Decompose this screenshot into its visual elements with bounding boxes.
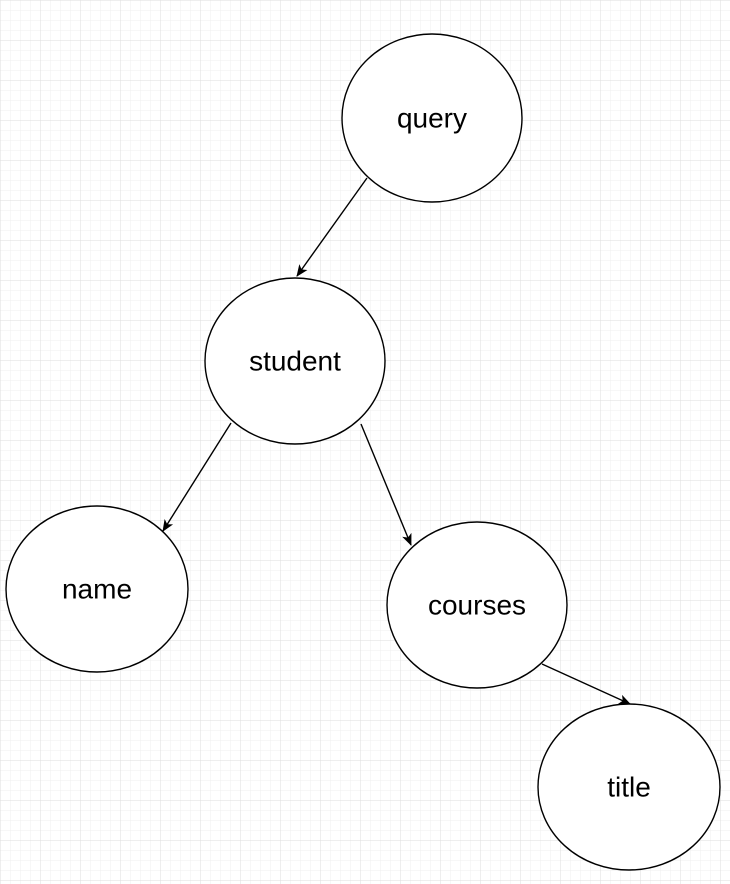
node-title[interactable]: title [537,703,721,871]
node-query-ellipse [341,33,523,203]
edge-student-courses [360,423,412,546]
node-student-ellipse [204,277,386,445]
edge-courses-title [541,663,631,705]
edge-query-student [296,177,368,277]
node-student-label: student [249,346,341,377]
node-query[interactable]: query [341,33,523,203]
node-name[interactable]: name [5,505,189,673]
node-query-label: query [397,103,467,134]
edges [162,177,631,705]
node-courses-ellipse [386,521,568,689]
node-name-ellipse [5,505,189,673]
node-student[interactable]: student [204,277,386,445]
node-courses[interactable]: courses [386,521,568,689]
node-title-ellipse [537,703,721,871]
node-courses-label: courses [428,590,526,621]
node-title-label: title [607,772,651,803]
edge-student-name [162,422,232,532]
node-name-label: name [62,574,132,605]
